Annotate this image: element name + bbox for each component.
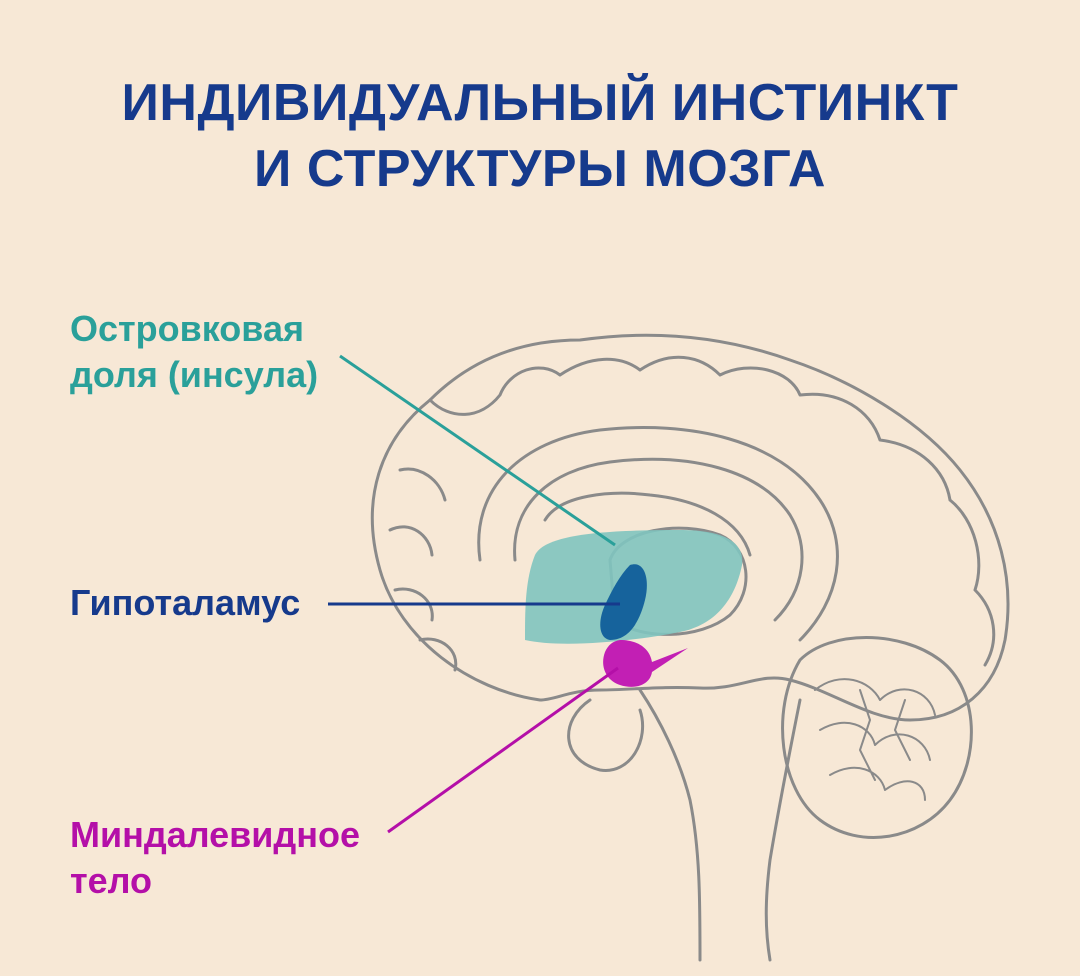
- pons: [567, 698, 645, 772]
- fornix: [543, 491, 752, 557]
- insula-leader-line: [339, 354, 616, 547]
- insula-label-line-1: Островковая: [70, 308, 304, 349]
- cerebellum-outline: [781, 636, 973, 839]
- amygdala-label-line-2: тело: [70, 860, 153, 901]
- hypothalamus-region: [600, 564, 647, 640]
- amygdala-region: [603, 640, 688, 687]
- insula-label: Островковая доля (инсула): [70, 306, 318, 398]
- hypothalamus-label-line-1: Гипоталамус: [70, 582, 301, 623]
- title-line-1: ИНДИВИДУАЛЬНЫЙ ИНСТИНКТ: [121, 74, 959, 132]
- amygdala-label: Миндалевидное тело: [70, 812, 360, 904]
- brainstem: [638, 688, 802, 962]
- amygdala-leader-line: [387, 666, 619, 834]
- cerebrum-outline: [370, 333, 1010, 722]
- hypothalamus-label: Гипоталамус: [70, 580, 300, 626]
- corpus-callosum: [477, 426, 839, 642]
- page-title: ИНДИВИДУАЛЬНЫЙ ИНСТИНКТ И СТРУКТУРЫ МОЗГ…: [0, 70, 1080, 202]
- amygdala-label-line-1: Миндалевидное: [70, 814, 361, 855]
- cerebellum-folds: [814, 678, 936, 801]
- title-line-2: И СТРУКТУРЫ МОЗГА: [254, 140, 826, 198]
- gyri-folds: [388, 355, 996, 672]
- insula-label-line-2: доля (инсула): [70, 354, 319, 395]
